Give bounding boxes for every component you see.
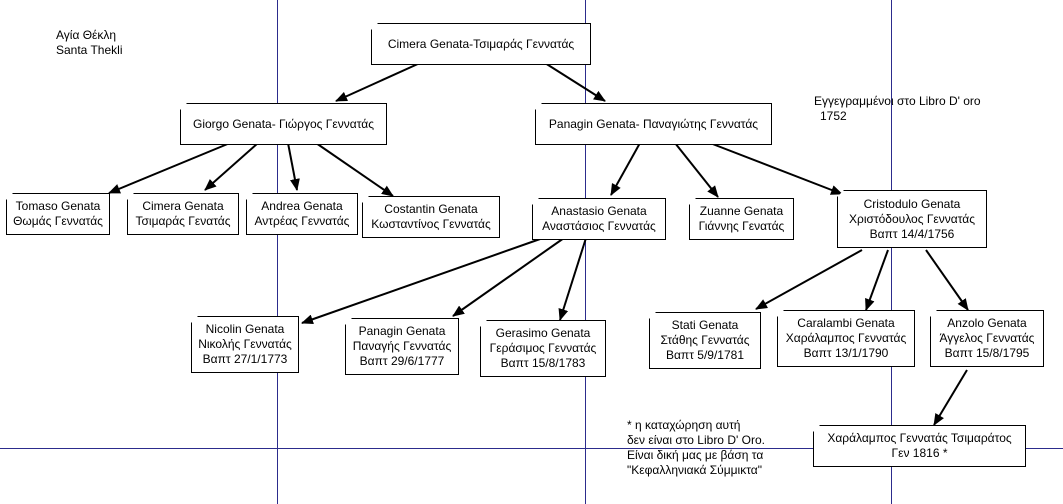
baptism-date: Βαπτ 14/4/1756	[869, 226, 955, 241]
person-name-latin: Stati Genata	[671, 318, 739, 332]
person-node-panagin: Panagin Genata- Παναγιώτης Γεννατάς	[535, 103, 772, 145]
person-name-latin: Anzolo Genata	[947, 316, 1027, 330]
location-note-greek: Αγία Θέκλη	[56, 28, 117, 42]
person-name-greek: Άγγελος Γεννατάς	[939, 331, 1035, 345]
footnote-line1: * η καταχώρηση αυτή	[627, 418, 741, 432]
person-node-cimera: Cimera Genata Τσιμαράς Γενατάς	[127, 193, 239, 235]
person-node-costantin: Costantin Genata Κωσταντίνος Γεννατάς	[362, 196, 500, 238]
person-name-latin: Andrea Genata	[261, 199, 343, 213]
person-node-nicolin: Nicolin Genata Νικολής Γεννατάς Βαπτ 27/…	[191, 316, 299, 373]
person-name-greek: Χαράλαμπος Γεννατάς	[785, 331, 907, 345]
page-grid-line	[585, 0, 586, 504]
edge-panagin-cristodulo	[709, 142, 843, 195]
edge-anastasio-gerasimo	[558, 237, 587, 321]
person-node-cristodulo: Cristodulo Genata Χριστόδουλος Γεννατάς …	[837, 190, 987, 248]
person-node-charalambos: Χαράλαμπος Γεννατάς Τσιμαράτος Γεν 1816 …	[813, 425, 1026, 467]
edge-panagin-zuanne	[674, 142, 719, 198]
baptism-date: Βαπτ 5/9/1781	[665, 348, 744, 362]
baptism-date: Βαπτ 29/6/1777	[359, 354, 445, 368]
baptism-date: Βαπτ 27/1/1773	[202, 352, 288, 366]
libro-doro-note-year: 1752	[820, 109, 847, 123]
footnote-line4: "Κεφαλληνιακά Σύμμικτα"	[627, 463, 762, 477]
person-name-greek: Τσιμαράς Γενατάς	[135, 214, 231, 228]
person-name-greek: Στάθης Γεννατάς	[660, 333, 750, 347]
edge-root-giorgo	[335, 62, 421, 102]
baptism-date: Βαπτ 13/1/1790	[803, 346, 889, 360]
person-name-greek: Νικολής Γεννατάς	[198, 337, 292, 351]
person-name-greek: Χριστόδουλος Γεννατάς	[848, 211, 976, 226]
birth-date: Γεν 1816 *	[891, 446, 948, 460]
person-node-stati: Stati Genata Στάθης Γεννατάς Βαπτ 5/9/17…	[649, 312, 761, 369]
edge-cristodulo-stati	[755, 249, 863, 310]
edge-root-panagin	[544, 62, 606, 102]
baptism-date: Βαπτ 15/8/1795	[944, 346, 1030, 360]
person-node-root: Cimera Genata-Τσιμαράς Γεννατάς	[371, 23, 591, 65]
edge-cristodulo-anzolo	[925, 249, 969, 311]
libro-doro-note-line1: Εγγεγραμμένοι στο Libro D' oro	[814, 94, 981, 108]
footnote-line3: Είναι δική μας με βάση τα	[627, 448, 764, 462]
page-grid-line	[891, 0, 892, 504]
page-grid-line	[277, 0, 278, 504]
person-name-latin: Anastasio Genata	[551, 204, 647, 218]
person-node-zuanne: Zuanne Genata Γιάννης Γενατάς	[689, 198, 794, 240]
edge-anzolo-charalambos	[933, 369, 968, 426]
person-name-latin: Cristodulo Genata	[863, 196, 961, 211]
edge-giorgo-andrea	[287, 142, 300, 191]
person-node-anzolo: Anzolo Genata Άγγελος Γεννατάς Βαπτ 15/8…	[930, 310, 1044, 367]
person-node-caralambi: Caralambi Genata Χαράλαμπος Γεννατάς Βαπ…	[777, 310, 915, 367]
person-node-andrea: Andrea Genata Αντρέας Γεννατάς	[246, 193, 358, 235]
person-name-greek: Γεράσιμος Γεννατάς	[489, 341, 597, 355]
person-node-tomaso: Tomaso Genata Θωμάς Γεννατάς	[6, 193, 110, 235]
location-note: Αγία Θέκλη Santa Thekli	[56, 28, 123, 58]
person-name-greek: Αντρέας Γεννατάς	[254, 214, 350, 228]
edge-giorgo-cimera2	[204, 142, 259, 191]
person-name-full: Χαράλαμπος Γεννατάς Τσιμαράτος	[827, 431, 1012, 445]
person-name: Panagin Genata- Παναγιώτης Γεννατάς	[548, 116, 759, 131]
person-name-latin: Gerasimo Genata	[495, 326, 591, 340]
person-name: Giorgo Genata- Γιώργος Γεννατάς	[193, 116, 374, 131]
person-name-greek: Παναγής Γεννατάς	[352, 339, 452, 353]
person-name-greek: Θωμάς Γεννατάς	[13, 214, 103, 228]
edge-giorgo-tomaso	[108, 142, 231, 194]
person-node-gerasimo: Gerasimo Genata Γεράσιμος Γεννατάς Βαπτ …	[480, 320, 606, 377]
person-name-latin: Cimera Genata	[142, 199, 224, 213]
footnote-line2: δεν είναι στο Libro D' Oro.	[627, 433, 765, 447]
edge-anastasio-nicolin	[301, 237, 544, 325]
person-node-panagin-1777: Panagin Genata Παναγής Γεννατάς Βαπτ 29/…	[345, 318, 459, 375]
person-node-anastasio: Anastasio Genata Αναστάσιος Γεννατάς	[532, 198, 666, 240]
footnote: * η καταχώρηση αυτή δεν είναι στο Libro …	[617, 418, 765, 478]
person-name-latin: Zuanne Genata	[699, 204, 784, 218]
edge-giorgo-costantin	[315, 142, 394, 197]
person-name-latin: Nicolin Genata	[205, 322, 285, 336]
person-name: Cimera Genata-Τσιμαράς Γεννατάς	[387, 36, 575, 51]
person-name-greek: Γιάννης Γενατάς	[698, 219, 785, 233]
libro-doro-note: Εγγεγραμμένοι στο Libro D' oro 1752	[814, 94, 981, 124]
page-grid-line	[0, 448, 1063, 449]
person-name-latin: Panagin Genata	[358, 324, 446, 338]
edge-cristodulo-caralambi	[865, 249, 889, 311]
edge-panagin-anastasio	[610, 142, 641, 196]
baptism-date: Βαπτ 15/8/1783	[500, 356, 586, 370]
person-name-greek: Κωσταντίνος Γεννατάς	[371, 217, 491, 231]
person-name-greek: Αναστάσιος Γεννατάς	[542, 219, 656, 233]
person-name-latin: Costantin Genata	[384, 202, 478, 216]
location-note-latin: Santa Thekli	[56, 43, 123, 57]
edge-anastasio-panagin2	[452, 237, 565, 317]
person-name-latin: Caralambi Genata	[797, 316, 895, 330]
person-name-latin: Tomaso Genata	[15, 199, 101, 213]
person-node-giorgo: Giorgo Genata- Γιώργος Γεννατάς	[180, 103, 387, 145]
